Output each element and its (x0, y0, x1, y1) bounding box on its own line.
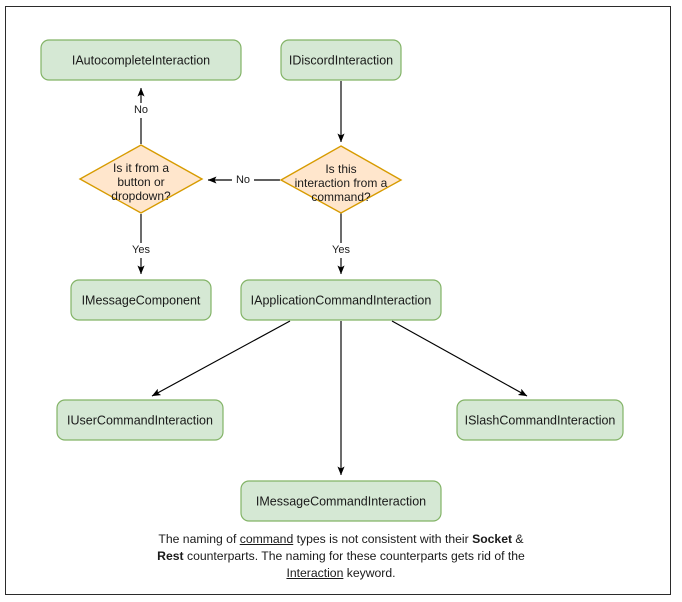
node-application-command-interaction[interactable]: IApplicationCommandInteraction (240, 279, 442, 321)
node-label-slash-command-interaction: ISlashCommandInteraction (465, 413, 616, 427)
caption-part-4: counterparts. The naming for these count… (183, 549, 525, 563)
decision-button-line-3: dropdown? (111, 189, 171, 203)
edge-label-no-vertical: No (134, 104, 148, 116)
caption-bold-socket: Socket (472, 532, 513, 546)
node-label-discord-interaction: IDiscordInteraction (289, 53, 393, 67)
caption-part-3: & (512, 532, 524, 546)
node-discord-interaction[interactable]: IDiscordInteraction (280, 39, 402, 81)
diagram-caption: The naming of command types is not consi… (150, 531, 532, 582)
node-label-autocomplete-interaction: IAutocompleteInteraction (72, 53, 210, 67)
caption-part-5: keyword. (343, 566, 396, 580)
decision-button-line-1: Is it from a (113, 161, 169, 175)
decision-command-line-3: command? (311, 190, 371, 204)
caption-part-2: types is not consistent with their (293, 532, 473, 546)
edge-label-yes-right: Yes (332, 244, 350, 256)
edge-appcommand-to-usercommand (151, 320, 291, 397)
node-label-application-command-interaction: IApplicationCommandInteraction (251, 293, 432, 307)
node-slash-command-interaction[interactable]: ISlashCommandInteraction (456, 399, 624, 441)
decision-button-line-2: button or (117, 175, 164, 189)
edge-decision-command-to-decision-button: No (207, 172, 280, 187)
decision-command-line-2: interaction from a (295, 176, 388, 190)
node-label-user-command-interaction: IUserCommandInteraction (67, 413, 213, 427)
node-user-command-interaction[interactable]: IUserCommandInteraction (56, 399, 224, 441)
node-message-command-interaction[interactable]: IMessageCommandInteraction (240, 480, 442, 522)
caption-underline-interaction: Interaction (286, 566, 344, 580)
node-message-component[interactable]: IMessageComponent (70, 279, 212, 321)
edge-decision-button-to-messagecomponent: Yes (128, 214, 155, 275)
caption-part-1: The naming of (158, 532, 240, 546)
node-label-message-command-interaction: IMessageCommandInteraction (256, 494, 426, 508)
node-decision-from-command[interactable]: Is this interaction from a command? (279, 145, 403, 214)
node-autocomplete-interaction[interactable]: IAutocompleteInteraction (40, 39, 242, 81)
edge-decision-button-to-autocomplete: No (130, 87, 153, 144)
edge-label-yes-left: Yes (132, 244, 150, 256)
edge-decision-command-to-appcommand: Yes (328, 213, 355, 275)
node-label-message-component: IMessageComponent (82, 293, 201, 307)
decision-command-line-1: Is this (325, 162, 356, 176)
node-decision-button-or-dropdown[interactable]: Is it from a button or dropdown? (78, 144, 204, 214)
edge-label-no-horizontal: No (236, 174, 250, 186)
edge-appcommand-to-slashcommand (391, 320, 528, 397)
caption-bold-rest: Rest (157, 549, 184, 563)
caption-underline-command: command (239, 532, 294, 546)
